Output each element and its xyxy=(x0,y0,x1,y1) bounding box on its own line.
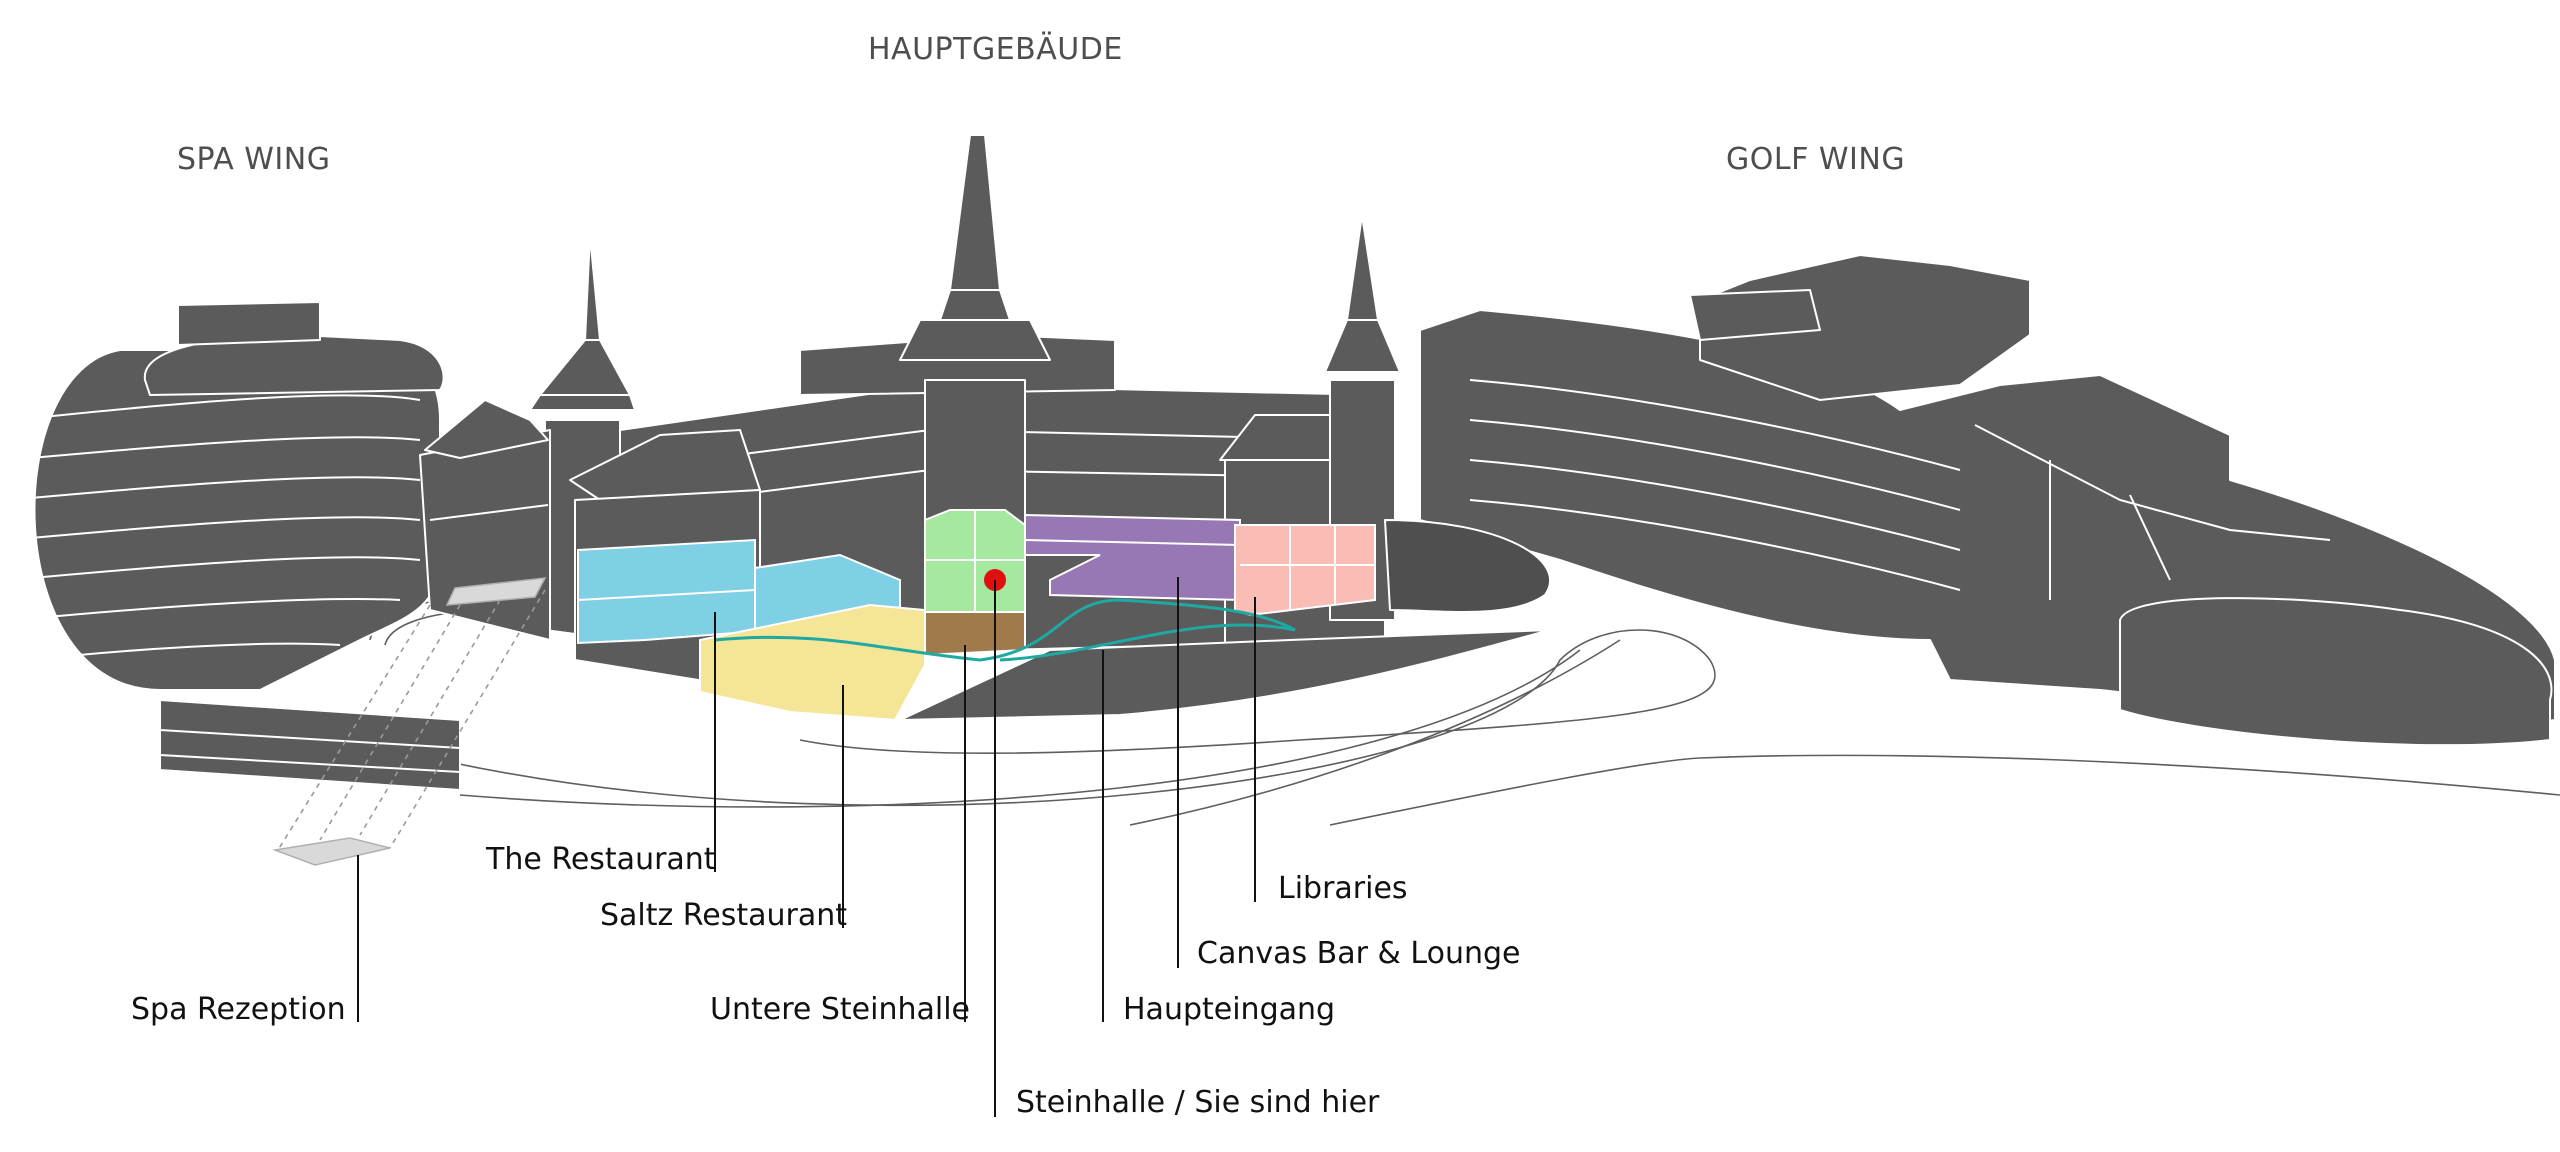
label-haupteingang[interactable]: Haupteingang xyxy=(1123,992,1336,1027)
area-canvas-bar[interactable] xyxy=(1024,513,1241,602)
label-spa-rezeption[interactable]: Spa Rezeption xyxy=(131,992,346,1027)
area-libraries[interactable] xyxy=(1234,524,1376,617)
area-steinhalle[interactable] xyxy=(924,509,1026,613)
label-canvas-bar[interactable]: Canvas Bar & Lounge xyxy=(1197,936,1521,971)
area-untere-steinhalle[interactable] xyxy=(924,611,1026,657)
label-saltz-restaurant[interactable]: Saltz Restaurant xyxy=(600,898,848,933)
golf-wing-building xyxy=(1419,254,2556,747)
main-building-title: HAUPTGEBÄUDE xyxy=(868,32,1123,67)
leader-lines xyxy=(357,577,1256,1117)
entrance-path xyxy=(714,598,1296,662)
spa-wing-building xyxy=(7,301,461,791)
label-steinhalle-here[interactable]: Steinhalle / Sie sind hier xyxy=(1016,1085,1380,1120)
label-libraries[interactable]: Libraries xyxy=(1278,871,1408,906)
spa-rezeption-projection xyxy=(272,577,547,866)
golf-wing-title: GOLF WING xyxy=(1726,142,1906,177)
roads xyxy=(369,593,2560,826)
label-the-restaurant[interactable]: The Restaurant xyxy=(486,842,716,877)
label-untere-steinhalle[interactable]: Untere Steinhalle xyxy=(710,992,970,1027)
spa-wing-title: SPA WING xyxy=(177,142,331,177)
